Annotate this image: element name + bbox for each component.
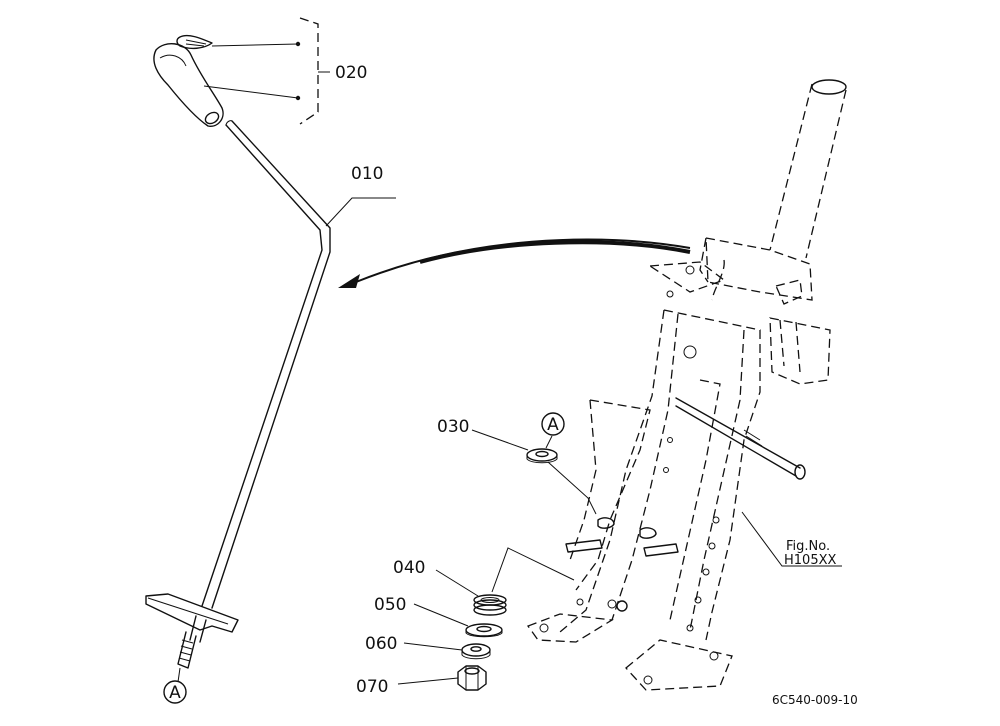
washer-030 [526, 448, 558, 464]
shift-lever-rod [201, 120, 331, 609]
leader-040 [435, 569, 479, 597]
washer-060 [461, 643, 491, 660]
steering-column-frame [526, 79, 847, 691]
label-050: 050 [374, 595, 406, 615]
leader-020-cap [211, 43, 299, 47]
drawing-code: 6C540-009-10 [772, 693, 858, 707]
label-030: 030 [437, 417, 469, 437]
label-040: 040 [393, 558, 425, 578]
label-070: 070 [356, 677, 388, 697]
label-010: 010 [351, 164, 383, 184]
threaded-end [177, 631, 197, 669]
washer-050 [465, 623, 503, 638]
fig-ref-line2: H105XX [784, 553, 836, 568]
lever-foot-plate [145, 593, 239, 643]
leader-050 [413, 603, 469, 627]
leader-030 [471, 429, 529, 451]
leader-070 [397, 677, 459, 685]
spring-040 [473, 594, 507, 616]
nut-070 [457, 665, 487, 691]
leader-020-grip [203, 85, 299, 99]
ref-a-top: A [547, 415, 559, 435]
knob-grip [153, 43, 224, 127]
leader-fig-ref [741, 511, 842, 567]
leader-060 [403, 642, 463, 651]
label-060: 060 [365, 634, 397, 654]
leader-010 [325, 197, 396, 227]
ref-a-bottom: A [169, 683, 181, 703]
label-020: 020 [335, 63, 367, 83]
ref-circle-a-top [541, 412, 565, 436]
ref-circle-a-bottom [163, 680, 187, 704]
assembly-arrow [338, 238, 691, 288]
knob-cap [176, 34, 213, 50]
bracket-020 [299, 17, 319, 125]
fig-ref-line1: Fig.No. [786, 539, 830, 554]
